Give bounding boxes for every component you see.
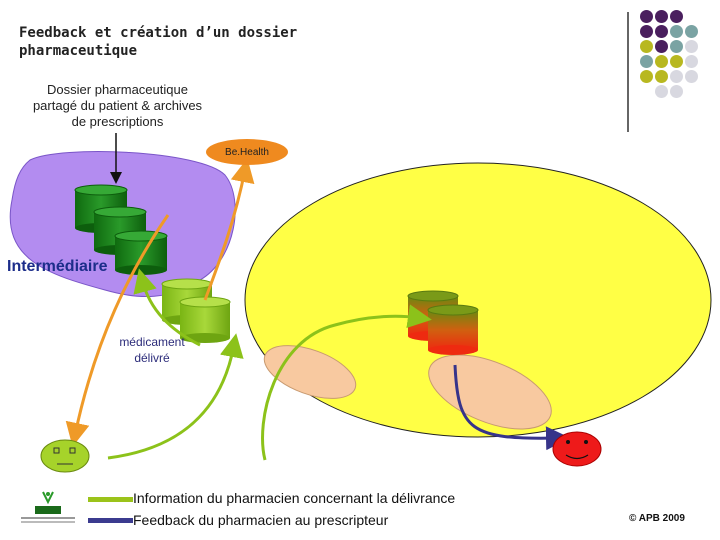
decor-dot [685, 55, 698, 68]
green-arrow-db [133, 268, 201, 347]
decor-dot [640, 40, 653, 53]
decor-dot [655, 10, 668, 23]
decor-dot [655, 85, 668, 98]
decor-dot [640, 25, 653, 38]
copyright-text: © APB 2009 [629, 513, 685, 524]
legend-swatch-navy [88, 518, 133, 523]
slide-title: Feedback et création d’un dossier pharma… [19, 25, 298, 59]
ehealth-node: Be.Health [206, 139, 288, 165]
prescriber-cylinder-2 [427, 304, 479, 355]
orange-arrow-ehealth [203, 158, 255, 301]
decor-dot [640, 70, 653, 83]
decor-dot [670, 25, 683, 38]
decor-dot [655, 40, 668, 53]
green-arrow-patient [107, 333, 244, 460]
decor-dot [670, 40, 683, 53]
divider-line [627, 12, 629, 132]
decor-dot [685, 40, 698, 53]
decor-dot [685, 70, 698, 83]
decor-dot [640, 10, 653, 23]
prescriber-zone [244, 162, 712, 438]
decor-dot [670, 85, 683, 98]
decor-dot [655, 55, 668, 68]
intermediaire-label: Intermédiaire [7, 258, 108, 275]
delivered-cylinder-2 [179, 296, 231, 343]
legend-label-feedback: Feedback du pharmacien au prescripteur [133, 512, 389, 528]
legend-label-info: Information du pharmacien concernant la … [133, 490, 456, 506]
decor-dot [655, 25, 668, 38]
intro-text: Dossier pharmaceutique partagé du patien… [32, 82, 203, 129]
decor-dot [685, 25, 698, 38]
db-cylinder-3 [114, 230, 168, 275]
decor-dot [670, 55, 683, 68]
patient-smiley-icon [40, 439, 90, 473]
ehealth-label: Be.Health [225, 146, 269, 158]
navy-arrow-prescriber [453, 364, 570, 451]
decor-dot [640, 55, 653, 68]
medicament-label: médicament délivré [119, 335, 185, 365]
legend-swatch-green [88, 497, 133, 502]
orange-arrow-patient [65, 214, 170, 447]
decor-dot [670, 10, 683, 23]
prescriber-smiley-icon [552, 431, 602, 467]
peach-ellipse-2 [428, 354, 552, 430]
decor-dot [655, 70, 668, 83]
decor-dot [670, 70, 683, 83]
green-arrow-prescriber [261, 304, 432, 461]
apb-logo-icon [21, 491, 75, 523]
